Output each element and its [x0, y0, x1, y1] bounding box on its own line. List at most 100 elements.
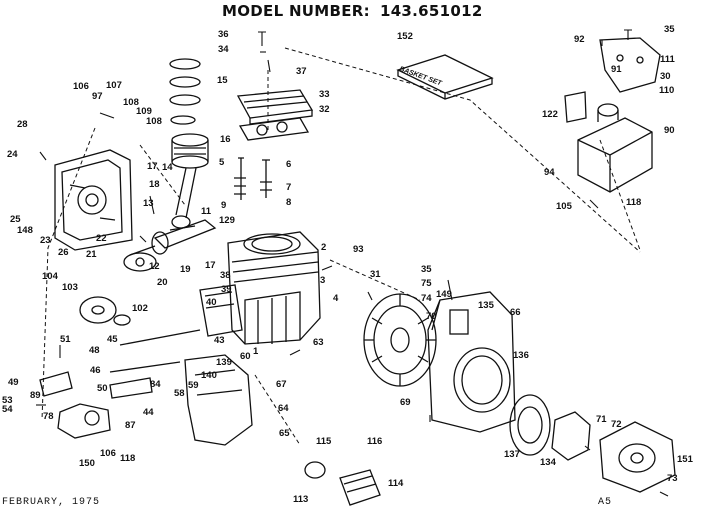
part-number-label: 129: [219, 215, 235, 226]
pulley: [79, 296, 131, 326]
part-number-label: 24: [7, 149, 18, 160]
muffler-assembly: [564, 37, 661, 193]
cylinder-block: [227, 231, 321, 345]
part-number-label: 17: [205, 260, 216, 271]
part-number-label: 37: [296, 66, 307, 77]
part-number-label: 71: [596, 414, 607, 425]
part-number-label: 114: [388, 478, 404, 489]
flywheel: [363, 293, 437, 387]
part-number-label: 108: [146, 116, 162, 127]
part-number-label: 110: [659, 85, 675, 96]
part-number-label: 134: [540, 457, 556, 468]
piston-rings: [169, 58, 201, 125]
fasteners: [36, 29, 669, 497]
part-number-label: 122: [542, 109, 558, 120]
part-number-label: 1: [253, 346, 259, 357]
valves-and-springs: [234, 157, 272, 200]
part-number-label: 50: [97, 383, 108, 394]
part-number-label: 84: [150, 379, 161, 390]
part-number-label: 2: [321, 242, 327, 253]
part-number-label: 7: [286, 182, 292, 193]
part-number-label: 102: [132, 303, 148, 314]
part-number-label: 34: [218, 44, 229, 55]
model-number-value: 143.651012: [379, 2, 483, 20]
part-number-label: 49: [8, 377, 19, 388]
part-number-label: 35: [664, 24, 675, 35]
part-number-label: 148: [17, 225, 33, 236]
part-number-label: 36: [218, 29, 229, 40]
part-number-label: 111: [660, 54, 675, 65]
crankcase-cover: [54, 149, 133, 251]
part-number-label: 48: [89, 345, 100, 356]
part-number-label: 25: [10, 214, 21, 225]
part-number-label: 28: [17, 119, 28, 130]
part-number-label: 9: [221, 200, 227, 211]
part-number-label: 23: [40, 235, 51, 246]
part-number-label: 118: [626, 197, 642, 208]
starter-motor: [304, 461, 381, 506]
part-number-label: 107: [106, 80, 122, 91]
part-number-label: 46: [90, 365, 101, 376]
part-number-label: 137: [504, 449, 520, 460]
part-number-label: 72: [611, 419, 622, 430]
part-number-label: 6: [286, 159, 292, 170]
part-number-label: 21: [86, 249, 97, 260]
part-number-label: 139: [216, 357, 232, 368]
part-number-label: 51: [60, 334, 71, 345]
part-number-label: 151: [677, 454, 693, 465]
part-number-label: 78: [43, 411, 54, 422]
rewind-starter: [599, 421, 676, 493]
part-number-label: 19: [180, 264, 191, 275]
part-number-label: 70: [426, 311, 437, 322]
part-number-label: 65: [279, 428, 290, 439]
part-number-label: 5: [219, 157, 225, 168]
part-number-label: 4: [333, 293, 339, 304]
part-number-label: 106: [73, 81, 89, 92]
part-number-label: 113: [293, 494, 309, 505]
basket-set-box: [396, 54, 494, 100]
part-number-label: 64: [278, 403, 289, 414]
part-number-label: 15: [217, 75, 228, 86]
part-number-label: 59: [188, 380, 199, 391]
part-number-label: 38: [220, 270, 231, 281]
part-number-label: 18: [149, 179, 160, 190]
part-number-label: 13: [143, 198, 154, 209]
part-number-label: 109: [136, 106, 152, 117]
part-number-label: 74: [421, 293, 432, 304]
part-number-label: 149: [436, 289, 452, 300]
part-number-label: 16: [220, 134, 231, 145]
part-number-label: 103: [62, 282, 78, 293]
crankshaft: [123, 219, 217, 272]
part-number-label: 73: [667, 473, 678, 484]
part-number-label: 106: [100, 448, 116, 459]
part-number-label: 12: [149, 261, 160, 272]
part-number-label: 90: [664, 125, 675, 136]
part-number-label: 105: [556, 201, 572, 212]
model-title: MODEL NUMBER:143.651012: [222, 2, 483, 20]
part-number-label: 40: [206, 297, 217, 308]
part-number-label: 150: [79, 458, 95, 469]
part-number-label: 26: [58, 247, 69, 258]
part-number-label: 31: [370, 269, 381, 280]
air-shroud: [184, 354, 253, 446]
part-number-label: 97: [92, 91, 103, 102]
part-number-label: 54: [2, 404, 13, 415]
part-number-label: 8: [286, 197, 292, 208]
part-number-label: 108: [123, 97, 139, 108]
part-number-label: 69: [400, 397, 411, 408]
part-number-label: 32: [319, 104, 330, 115]
part-number-label: 75: [421, 278, 432, 289]
part-number-label: 135: [478, 300, 494, 311]
blower-housing: [427, 291, 516, 433]
part-number-label: 67: [276, 379, 287, 390]
part-number-label: 17: [147, 161, 158, 172]
part-number-label: 45: [107, 334, 118, 345]
part-number-label: 33: [319, 89, 330, 100]
connecting-rod: [169, 167, 197, 231]
part-number-label: 44: [143, 407, 154, 418]
part-number-label: 152: [397, 31, 413, 42]
part-number-label: 115: [316, 436, 332, 447]
part-number-label: 60: [240, 351, 251, 362]
